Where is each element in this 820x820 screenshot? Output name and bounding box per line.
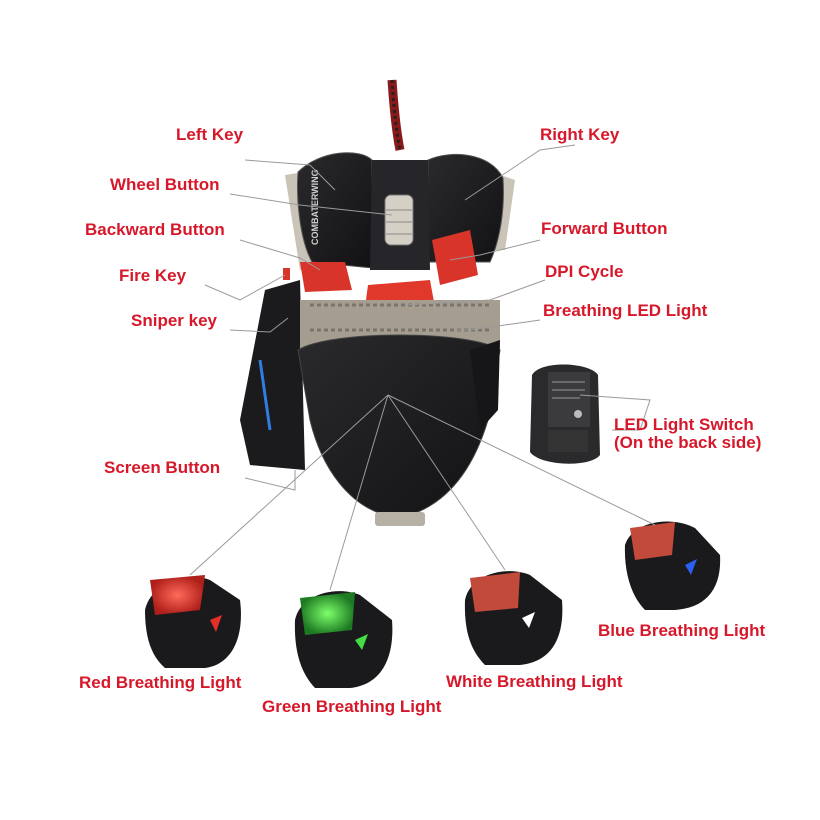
label-led-switch-line2: (On the back side) bbox=[614, 433, 762, 452]
blue-light-sample bbox=[624, 521, 721, 610]
brand-text: COMBATERWING bbox=[310, 169, 320, 245]
label-right-key: Right Key bbox=[540, 125, 620, 144]
label-backward-button: Backward Button bbox=[85, 220, 225, 239]
label-forward-button: Forward Button bbox=[541, 219, 668, 238]
label-fire-key: Fire Key bbox=[119, 266, 187, 285]
label-white-breathing-light: White Breathing Light bbox=[446, 672, 623, 691]
label-sniper-key: Sniper key bbox=[131, 311, 217, 330]
leader-wheel-button bbox=[229, 193, 393, 216]
leader-sniper-key bbox=[229, 317, 289, 333]
leader-forward-button bbox=[449, 239, 541, 261]
leader-backward-button bbox=[239, 239, 321, 271]
red-light-sample bbox=[145, 575, 241, 668]
leader-left-key bbox=[244, 159, 336, 191]
leader-green-sample bbox=[329, 394, 389, 591]
mouse-body: COMBATERWING bbox=[240, 152, 515, 526]
label-left-key: Left Key bbox=[176, 125, 244, 144]
leader-fire-key bbox=[204, 274, 286, 301]
leader-dpi-cycle bbox=[404, 279, 546, 306]
label-dpi-cycle: DPI Cycle bbox=[545, 262, 624, 281]
usb-cable bbox=[387, 79, 405, 151]
green-light-sample bbox=[294, 591, 393, 688]
leader-lines bbox=[189, 144, 656, 591]
back-side-inset bbox=[530, 364, 600, 464]
label-red-breathing-light: Red Breathing Light bbox=[79, 673, 242, 692]
label-led-switch-line1: LED Light Switch bbox=[614, 415, 754, 434]
label-blue-breathing-light: Blue Breathing Light bbox=[598, 621, 766, 640]
leader-white-sample bbox=[387, 394, 506, 571]
white-light-sample bbox=[464, 571, 563, 665]
leader-right-key bbox=[464, 144, 576, 201]
label-breathing-led-light: Breathing LED Light bbox=[543, 301, 708, 320]
label-screen-button: Screen Button bbox=[104, 458, 221, 477]
leader-red-sample bbox=[189, 394, 389, 576]
label-led-light-switch: LED Light Switch (On the back side) bbox=[614, 416, 761, 452]
leader-led-switch bbox=[579, 394, 651, 431]
leader-screen-button bbox=[244, 470, 296, 491]
label-wheel-button: Wheel Button bbox=[110, 175, 220, 194]
label-green-breathing-light: Green Breathing Light bbox=[262, 697, 442, 716]
leader-breathing-led bbox=[455, 319, 541, 331]
leader-blue-sample bbox=[387, 394, 656, 526]
